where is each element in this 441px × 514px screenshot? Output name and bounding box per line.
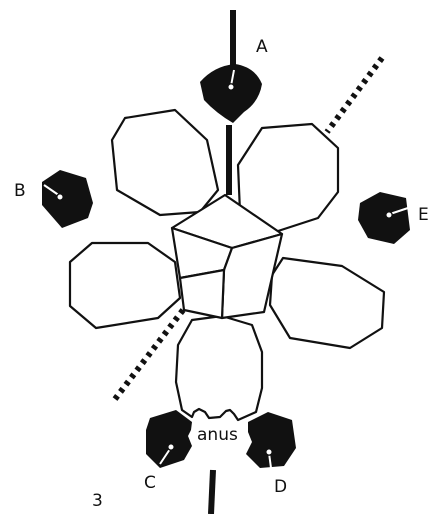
plate-a	[200, 64, 262, 123]
pore-d	[265, 448, 273, 456]
plate-periproct-lower	[174, 314, 264, 422]
label-e: E	[418, 205, 429, 225]
plate-c	[146, 410, 192, 468]
label-a: A	[256, 37, 268, 57]
label-c: C	[144, 473, 156, 493]
dashed-axis-upper	[324, 56, 385, 134]
label-b: B	[14, 181, 26, 201]
plate-left	[68, 241, 182, 330]
plate-e	[358, 192, 410, 244]
axis-lower	[208, 469, 216, 514]
plate-d	[246, 412, 296, 469]
plate-b	[42, 170, 93, 228]
dashed-axis-lower	[109, 308, 186, 405]
plate-upper-right	[236, 122, 340, 234]
pore-b	[56, 193, 64, 201]
plate-right	[268, 256, 386, 350]
central-plate-bottom-left	[178, 268, 226, 320]
label-d: D	[274, 477, 287, 497]
pore-e	[385, 211, 393, 219]
pore-c	[167, 443, 175, 451]
figure-number: 3	[92, 491, 103, 511]
pore-a	[227, 83, 235, 91]
label-anus: anus	[197, 425, 238, 445]
plate-upper-left	[110, 108, 220, 217]
